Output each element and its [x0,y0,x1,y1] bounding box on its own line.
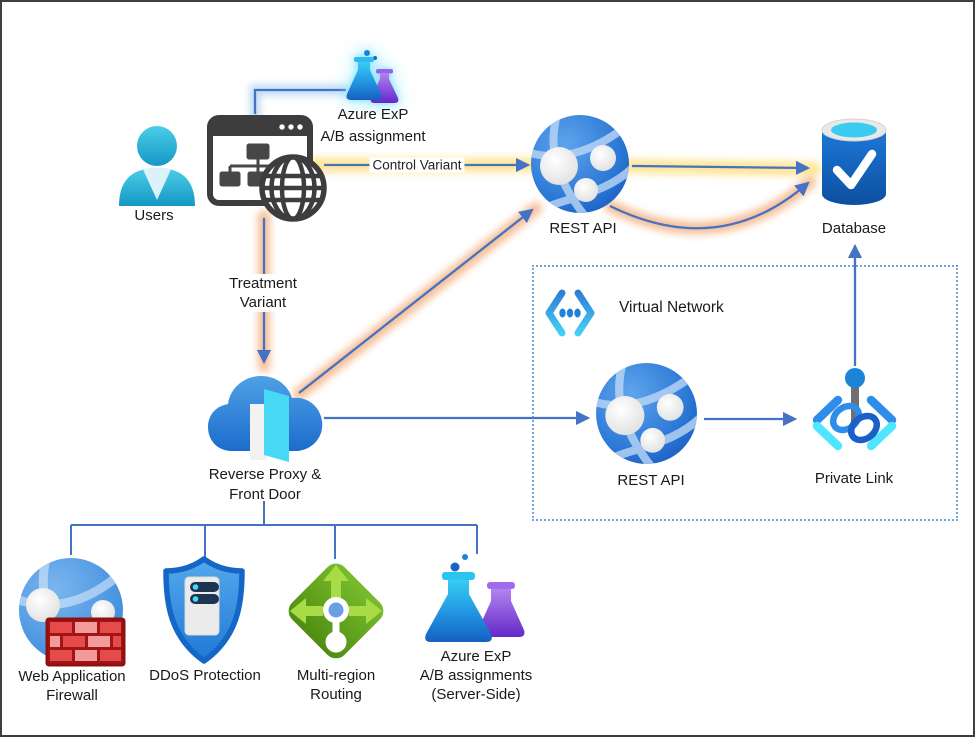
glow-api-db [619,159,821,176]
edge-api-to-database [631,160,811,175]
multi-region-label: Multi-region Routing [297,666,375,704]
edge-proxy-to-api [298,208,534,394]
private-link-label: Private Link [814,470,894,487]
rest-api-top-label: REST API [549,220,617,237]
treatment-variant-label: Treatment Variant [226,274,300,312]
web-application-firewall-icon [17,555,129,667]
edge-proxy-fanout-tree [70,501,478,559]
waf-label: Web Application Firewall [18,667,125,705]
users-label: Users [134,207,174,224]
reverse-proxy-label-line1: Reverse Proxy & [208,466,322,483]
reverse-proxy-label-line2: Front Door [229,486,301,503]
glow-api-db-curve [604,176,816,234]
client-exp-label-line1: Azure ExP [337,106,409,123]
server-exp-label-line2: A/B assignments [419,667,533,684]
database-icon [814,110,894,216]
ddos-label: DDoS Protection [149,667,261,684]
virtual-network-label: Virtual Network [619,299,724,316]
waf-label-line2: Firewall [46,687,98,704]
users-icon [114,122,200,208]
virtual-network-icon [544,288,596,338]
multi-region-label-line2: Routing [310,686,362,703]
rest-api-top-icon [530,114,630,214]
rest-api-vnet-icon [595,362,698,465]
control-variant-label: Control Variant [369,157,465,173]
waf-label-line1: Web Application [18,668,126,685]
multi-region-label-line1: Multi-region [296,667,376,684]
private-link-icon [802,358,907,478]
edge-api-to-database-curve [609,181,810,230]
rest-api-vnet-label: REST API [617,472,685,489]
browser-website-icon [206,114,328,222]
ddos-protection-icon [160,555,248,667]
database-label: Database [821,220,887,237]
multi-region-routing-icon [280,555,392,667]
reverse-proxy-front-door-icon [205,365,327,465]
treatment-variant-label-line1: Treatment [229,275,297,292]
treatment-variant-label-line2: Variant [239,294,287,311]
glow-proxy-api [293,202,542,400]
server-exp-label-line1: Azure ExP [440,648,512,665]
client-exp-label-line2: A/B assignment [320,128,426,145]
client-exp-label: Azure ExP A/B assignment [320,104,425,148]
azure-exp-flasks-icon [340,48,406,110]
server-exp-label: Azure ExP A/B assignments (Server-Side) [420,647,533,704]
reverse-proxy-label: Reverse Proxy & Front Door [209,465,322,505]
server-exp-label-line3: (Server-Side) [431,686,521,703]
azure-exp-server-flasks-icon [420,552,528,650]
